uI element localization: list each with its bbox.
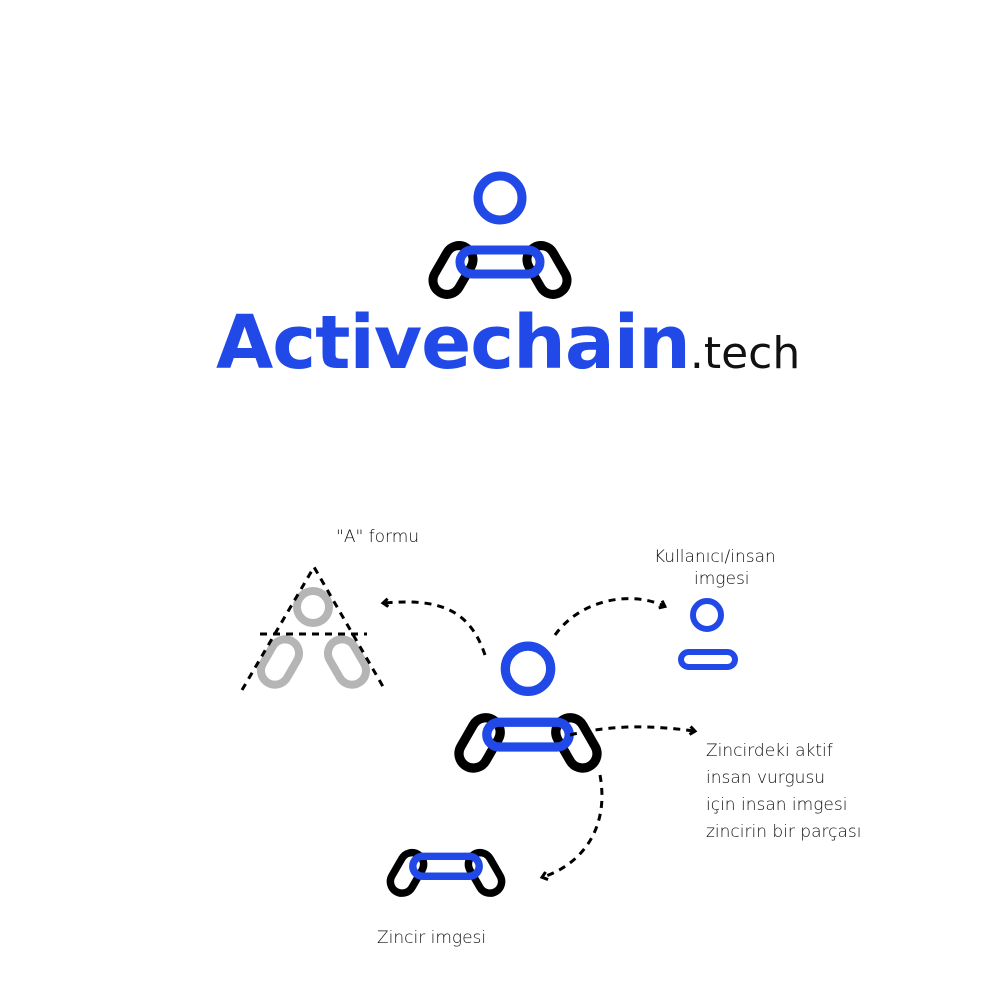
main-logo-mark — [428, 171, 572, 300]
active-label: Zincirdeki aktif insan vurgusu için insa… — [706, 738, 861, 846]
user-label-line2: imgesi — [694, 569, 750, 589]
arrows — [384, 597, 694, 877]
a-form-label: "A" formu — [336, 527, 420, 547]
brand-name: Activechain — [216, 300, 691, 386]
brand-wordmark: Activechain.tech — [216, 300, 800, 386]
chain-links-icon — [428, 240, 572, 299]
arrow-to-a-form — [384, 602, 487, 656]
arrow-to-active — [569, 725, 694, 737]
chain-icon — [386, 848, 506, 897]
user-label-line1: Kullanıcı/insan — [654, 547, 776, 567]
arrow-to-user — [553, 597, 664, 636]
center-logo-mark — [454, 641, 603, 773]
chain-label: Zincir imgesi — [377, 928, 487, 948]
active-label-line: Zincirdeki aktif — [706, 741, 833, 761]
active-label-line: için insan imgesi — [706, 795, 848, 815]
active-label-line: insan vurgusu — [706, 768, 826, 788]
a-form-sketch — [240, 564, 387, 691]
arrow-to-chain — [543, 774, 604, 877]
user-icon — [678, 598, 738, 670]
person-head-icon — [473, 171, 527, 225]
active-label-line: zincirin bir parçası — [706, 822, 862, 842]
brand-tld: .tech — [689, 328, 801, 379]
